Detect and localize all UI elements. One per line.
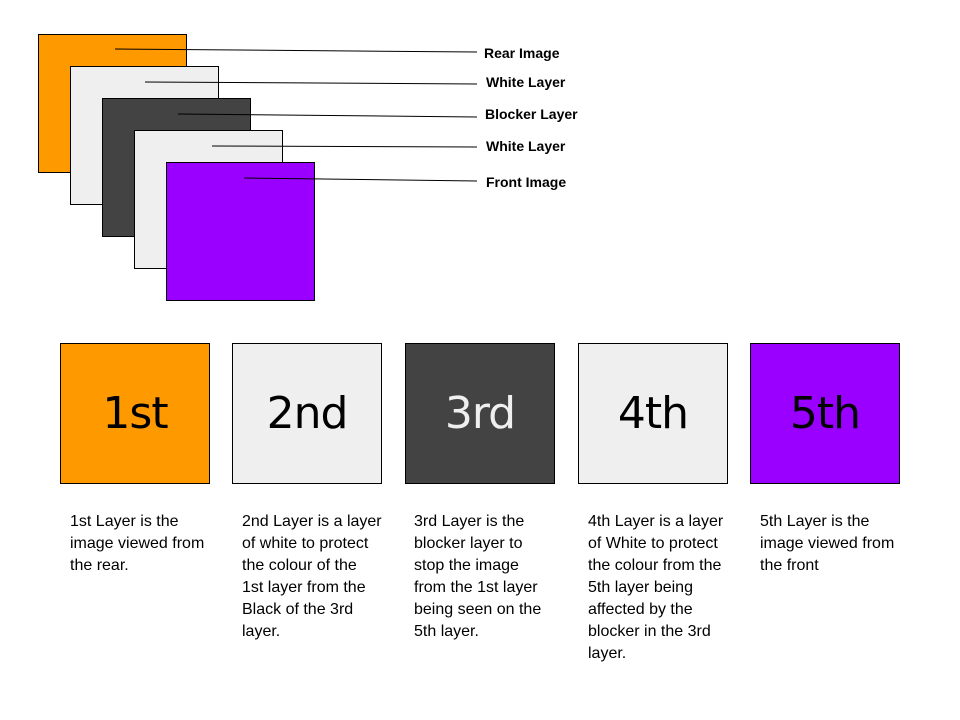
layer-description-4: 4th Layer is a layer of White to protect… [588, 513, 724, 662]
layer-box-3: 3rd [405, 343, 555, 484]
leader-line-white-layer-1 [144, 81, 478, 85]
layer-box-1: 1st [60, 343, 210, 484]
leader-line-front-image [243, 177, 478, 182]
layer-number-2: 2nd [266, 388, 349, 439]
leader-line-white-layer-2 [211, 145, 478, 148]
layer-description-1: 1st Layer is the image viewed from the r… [70, 513, 205, 574]
stack-label-rear-image: Rear Image [484, 45, 560, 61]
stack-label-white-layer-2: White Layer [486, 138, 566, 154]
layer-number-4: 4th [617, 388, 689, 439]
leader-line-blocker-layer [177, 113, 478, 118]
stack-label-blocker-layer: Blocker Layer [485, 106, 578, 122]
layer-box-5: 5th [750, 343, 900, 484]
layer-box-4: 4th [578, 343, 728, 484]
layer-box-2: 2nd [232, 343, 382, 484]
layer-description-5: 5th Layer is the image viewed from the f… [760, 513, 895, 574]
layer-description-3: 3rd Layer is the blocker layer to stop t… [414, 513, 542, 640]
leader-line-rear-image [114, 48, 478, 53]
stack-leader-lines [114, 48, 478, 182]
layer-number-3: 3rd [444, 388, 516, 439]
stack-label-white-layer-1: White Layer [486, 74, 566, 90]
layer-description-2: 2nd Layer is a layer of white to protect… [242, 513, 382, 640]
stack-label-front-image: Front Image [486, 174, 567, 190]
layer-number-5: 5th [789, 388, 861, 439]
layer-number-1: 1st [102, 388, 168, 439]
stack-front-image [166, 162, 315, 301]
